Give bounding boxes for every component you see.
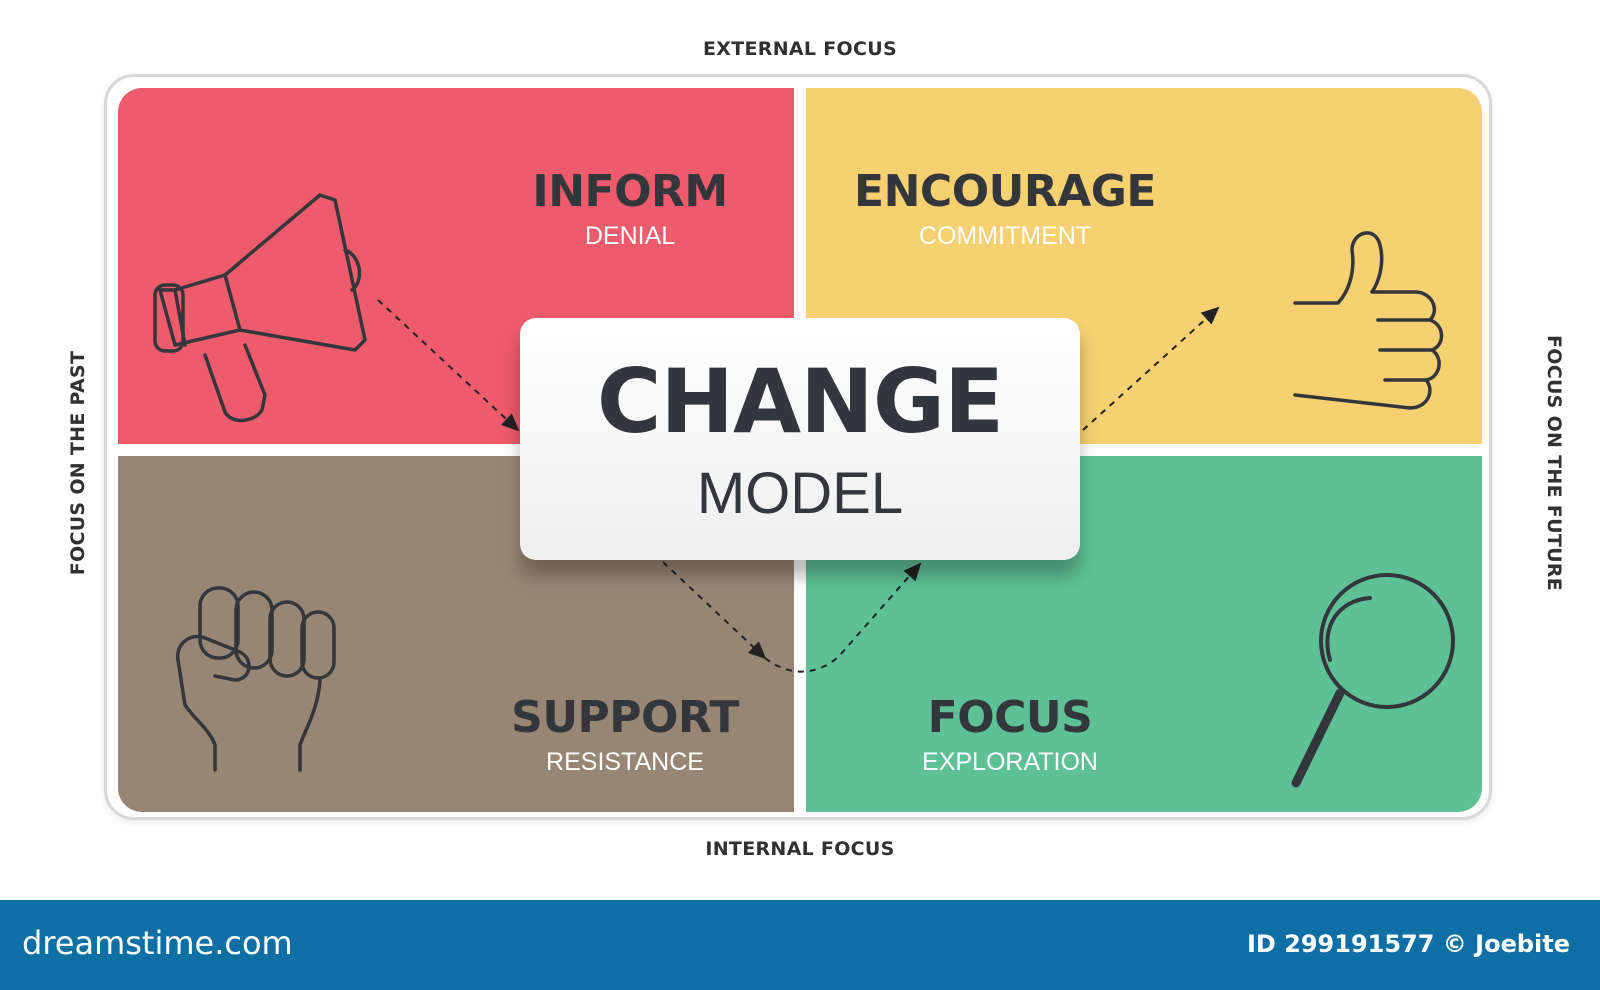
external-focus-label: EXTERNAL FOCUS	[703, 38, 897, 60]
encourage-title: ENCOURAGE	[854, 166, 1156, 217]
center-title: CHANGE	[596, 350, 1004, 453]
focus-subtitle: EXPLORATION	[922, 748, 1098, 776]
flow-arrows	[377, 299, 1220, 673]
inform-title: INFORM	[532, 166, 728, 217]
internal-focus-label: INTERNAL FOCUS	[705, 838, 895, 860]
magnifier-icon	[1291, 573, 1455, 788]
footer-brand[interactable]: dreamstime.com	[22, 924, 293, 962]
footer-id: ID 299191577 © Joebite	[1246, 930, 1570, 958]
center-subtitle: MODEL	[696, 461, 904, 526]
support-title: SUPPORT	[511, 692, 739, 743]
encourage-subtitle: COMMITMENT	[918, 222, 1092, 250]
focus-title: FOCUS	[927, 692, 1093, 743]
megaphone-icon	[153, 193, 367, 423]
thumbs-up-icon	[1293, 231, 1444, 410]
inform-subtitle: DENIAL	[584, 222, 676, 250]
change-model-card: CHANGE MODEL	[520, 318, 1080, 560]
diagram-graphics	[153, 193, 1455, 788]
support-subtitle: RESISTANCE	[546, 748, 704, 776]
footer-bar: dreamstime.com ID 299191577 © Joebite	[0, 900, 1600, 990]
raised-fist-icon	[175, 586, 336, 772]
